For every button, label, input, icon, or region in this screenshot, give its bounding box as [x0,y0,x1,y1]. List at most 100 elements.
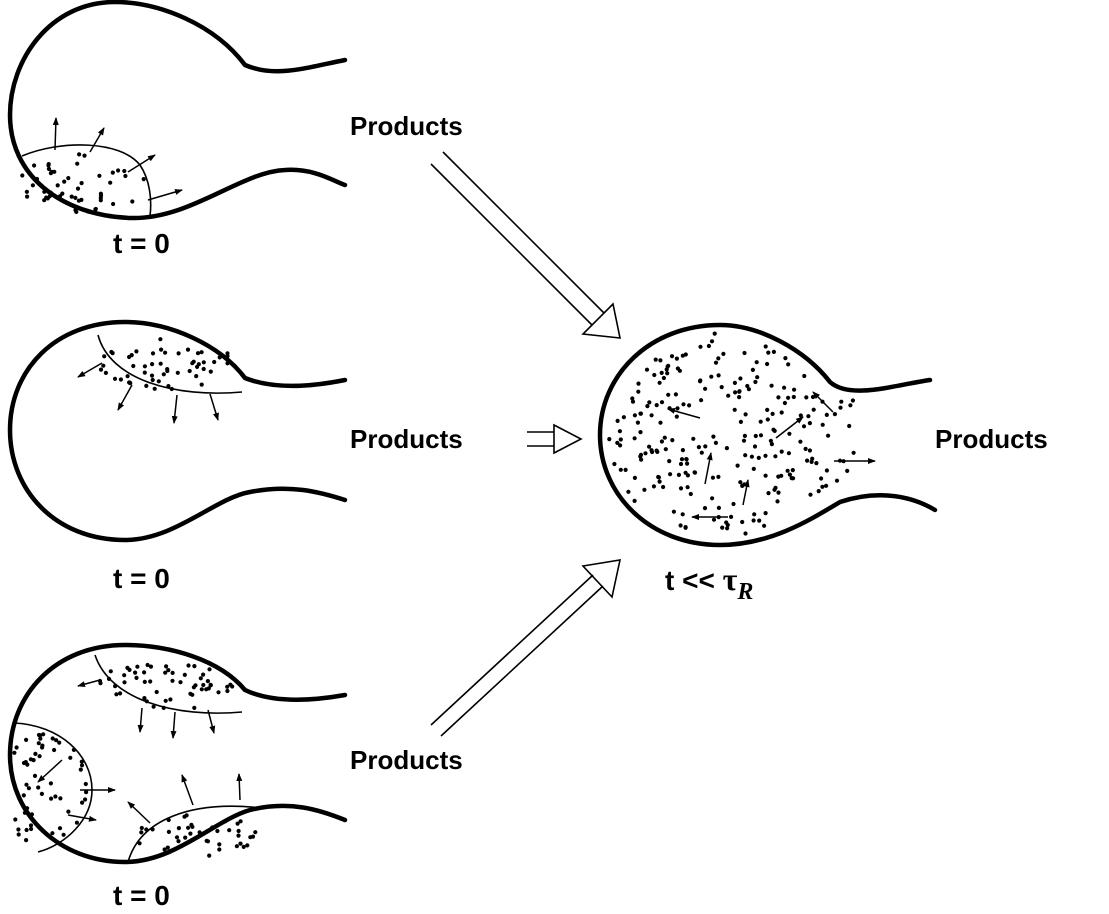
particle-dot [206,839,210,843]
particle-dot [155,690,159,694]
particle-dot [73,196,77,200]
particle-dot [171,671,175,675]
particle-dot [190,693,194,697]
particle-dot [697,445,701,449]
particle-dot [196,351,200,355]
particle-dot [113,377,117,381]
particle-dot [131,364,135,368]
particle-dot [743,434,747,438]
particle-dot [170,387,174,391]
particle-dot [111,202,115,206]
particle-dot [134,676,138,680]
particle-dot [733,408,737,412]
particle-dot [642,488,646,492]
particle-dot [757,519,761,523]
bulb-right: t << τR [600,325,935,605]
particle-dot [218,355,222,359]
particle-dot [710,496,714,500]
particle-dot [670,438,674,442]
particle-dot [239,819,243,823]
particle-dot [25,763,29,767]
particle-dot [726,394,730,398]
particle-dot [99,198,103,202]
particle-dot [645,368,649,372]
particle-dot [49,797,53,801]
particle-dot [754,434,758,438]
particle-dot [202,367,206,371]
particle-dot [17,832,21,836]
particle-dot [808,421,812,425]
particle-dot [808,448,812,452]
particle-dot [712,518,716,522]
particle-dot [660,400,664,404]
particle-dot [15,745,19,749]
time-label-right: t << τR [665,561,753,605]
particle-dot [158,337,162,341]
bulb-bottom-left: t = 0 [10,645,345,911]
particle-dot [159,348,163,352]
particle-dot [771,412,775,416]
particle-dot [791,476,795,480]
burned-region-middle-left-front [98,335,242,393]
particle-dot [670,354,674,358]
particle-dot [684,471,688,475]
particle-dot [80,763,84,767]
particle-dot [743,453,747,457]
particle-dot [838,406,842,410]
particle-dot [75,162,79,166]
particle-dot [820,485,824,489]
particle-dot [40,744,44,748]
particle-dot [686,485,690,489]
particle-dot [802,424,806,428]
particle-dot [72,748,76,752]
particle-dot [212,360,216,364]
particle-dot [149,665,153,669]
particle-dot [755,375,759,379]
particle-dot [162,372,166,376]
particle-dot [23,811,27,815]
particle-dot [22,793,26,797]
particle-dot [150,374,154,378]
particle-dot [20,173,24,177]
particle-dot [54,738,58,742]
products-label-middle: Products [350,424,463,454]
particle-dot [721,352,725,356]
particle-dot [787,451,791,455]
particle-dot [786,362,790,366]
particle-dot [53,794,57,798]
particle-dot [183,836,187,840]
particle-dot [133,671,137,675]
particle-dot [225,689,229,693]
particle-dot [248,835,252,839]
particle-dot [845,469,849,473]
particle-dot [714,361,718,365]
particle-dot [194,374,198,378]
particle-dot [753,444,757,448]
particle-dot [847,424,851,428]
particle-dot [665,367,669,371]
particle-dot [49,191,53,195]
particle-dot [762,524,766,528]
particle-dot [143,371,147,375]
particle-dot [851,398,855,402]
particle-dot [30,812,34,816]
particle-dot [679,486,683,490]
particle-dot [660,439,664,443]
particle-dot [773,454,777,458]
particle-dot [119,377,123,381]
particle-dot [114,692,118,696]
particle-dot [615,441,619,445]
particle-dot [636,390,640,394]
particle-dot [66,176,70,180]
particle-dot [235,844,239,848]
particle-dot [68,756,72,760]
particle-dot [159,362,163,366]
particle-dot [25,190,29,194]
particle-dot [236,834,240,838]
particle-dot [726,523,730,527]
particle-dot [717,373,721,377]
particle-dot [612,462,616,466]
particle-dot [188,369,192,373]
particle-dot [192,664,196,668]
particle-dot [835,479,839,483]
